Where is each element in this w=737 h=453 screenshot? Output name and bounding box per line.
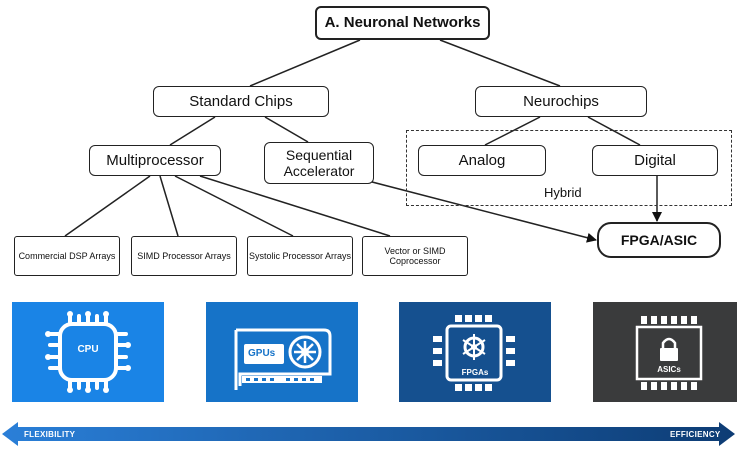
connector-lines <box>64 39 662 243</box>
analog-node: Analog <box>418 145 546 176</box>
edge-multi-leaf3 <box>174 175 294 237</box>
flexibility-efficiency-arrow <box>2 422 735 446</box>
edge-multi-leaf2 <box>159 175 179 237</box>
edge-root-standard <box>249 39 361 87</box>
asic-label: ASICs <box>657 365 681 374</box>
digital-node: Digital <box>592 145 718 176</box>
fpga-tile: FPGAs <box>399 302 551 402</box>
asic-tile: ASICs <box>593 302 737 402</box>
fpga-asic-node: FPGA/ASIC <box>597 222 721 258</box>
gpu-tile: GPUs <box>206 302 358 402</box>
root-node: A. Neuronal Networks <box>315 6 490 40</box>
edge-neuro-analog <box>484 116 541 146</box>
cpu-label: CPU <box>77 344 99 355</box>
flexibility-label: FLEXIBILITY <box>24 430 76 439</box>
asic-chip-icon <box>635 316 703 390</box>
edge-standard-multi <box>169 116 216 146</box>
edge-neuro-digital <box>587 116 641 146</box>
hybrid-group <box>406 130 732 206</box>
standard-chips-node: Standard Chips <box>153 86 329 117</box>
gpu-card-icon <box>234 328 332 390</box>
sequential-accelerator-node: Sequential Accelerator <box>264 142 374 184</box>
cpu-tile: CPU <box>12 302 164 402</box>
hybrid-label: Hybrid <box>544 185 582 200</box>
gpu-label: GPUs <box>248 348 276 359</box>
edge-multi-leaf1 <box>64 175 151 237</box>
fpga-chip-icon <box>433 315 515 391</box>
leaf-simd-processor: SIMD Processor Arrays <box>131 236 237 276</box>
leaf-commercial-dsp: Commercial DSP Arrays <box>14 236 120 276</box>
fpga-label: FPGAs <box>461 368 489 377</box>
arrow-seq-fpga <box>344 174 597 243</box>
leaf-vector-simd: Vector or SIMD Coprocessor <box>362 236 468 276</box>
edge-standard-seq <box>264 116 309 143</box>
leaf-systolic-processor: Systolic Processor Arrays <box>247 236 353 276</box>
neurochips-node: Neurochips <box>475 86 647 117</box>
edge-multi-leaf4 <box>199 175 391 237</box>
edge-root-neuro <box>439 39 561 87</box>
efficiency-label: EFFICIENCY <box>670 430 721 439</box>
cpu-chip-icon <box>45 311 131 393</box>
multiprocessor-node: Multiprocessor <box>89 145 221 176</box>
